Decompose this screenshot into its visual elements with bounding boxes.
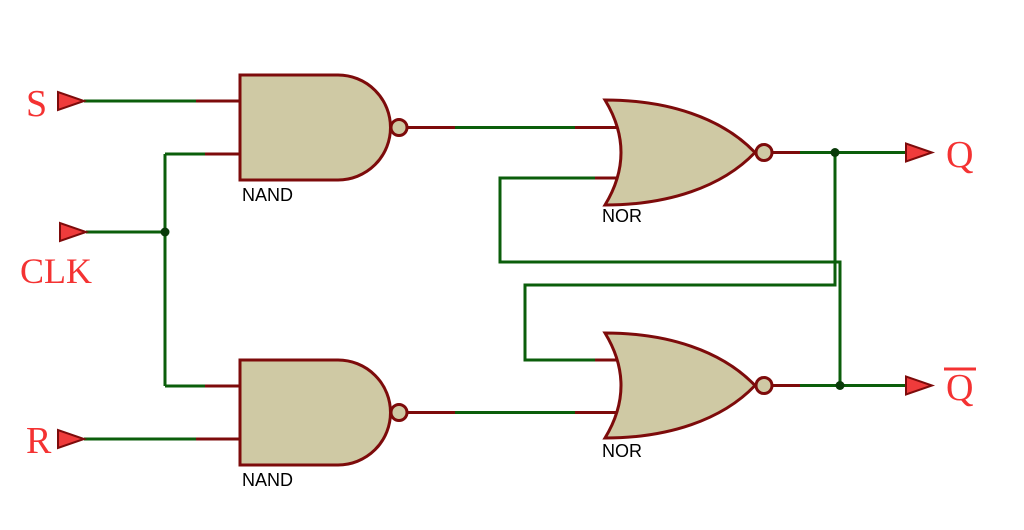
nand-gate-bottom-label: NAND <box>242 470 293 490</box>
nor-gate-top-body <box>602 98 758 207</box>
nor-gate-bottom-bubble <box>754 376 774 395</box>
qbar-label: Q <box>946 367 973 409</box>
nor-gate-bottom-body <box>602 331 758 440</box>
nand-gate-top-bubble <box>389 118 409 137</box>
nor-gate-bottom-label: NOR <box>602 441 642 461</box>
nor-gate-bottom: NOR <box>602 331 774 461</box>
nand-gate-top-body <box>238 73 392 182</box>
s-input-terminal-icon <box>57 90 88 112</box>
nor-gate-top: NOR <box>602 98 774 226</box>
junction-dot-clk <box>160 227 170 237</box>
qbar-output-terminal-icon <box>905 375 936 396</box>
junction-dot-q <box>830 148 840 157</box>
nand-gate-bottom: NAND <box>238 358 409 490</box>
r-label: R <box>26 420 52 462</box>
nand-gate-top: NAND <box>238 73 409 205</box>
q-output-terminal-icon <box>905 142 936 163</box>
nand-gate-bottom-bubble <box>389 403 409 422</box>
r-input-terminal-icon <box>57 428 88 450</box>
junction-dot-qbar <box>835 381 845 390</box>
qbar-label-group: Q <box>944 367 976 409</box>
clk-label: CLK <box>20 251 92 291</box>
s-label: S <box>26 83 47 125</box>
nor-gate-top-label: NOR <box>602 206 642 226</box>
nand-gate-top-label: NAND <box>242 185 293 205</box>
nor-gate-top-bubble <box>754 143 774 162</box>
q-label: Q <box>946 134 973 176</box>
nand-gate-bottom-body <box>238 358 392 467</box>
clk-input-terminal-icon <box>59 221 90 243</box>
